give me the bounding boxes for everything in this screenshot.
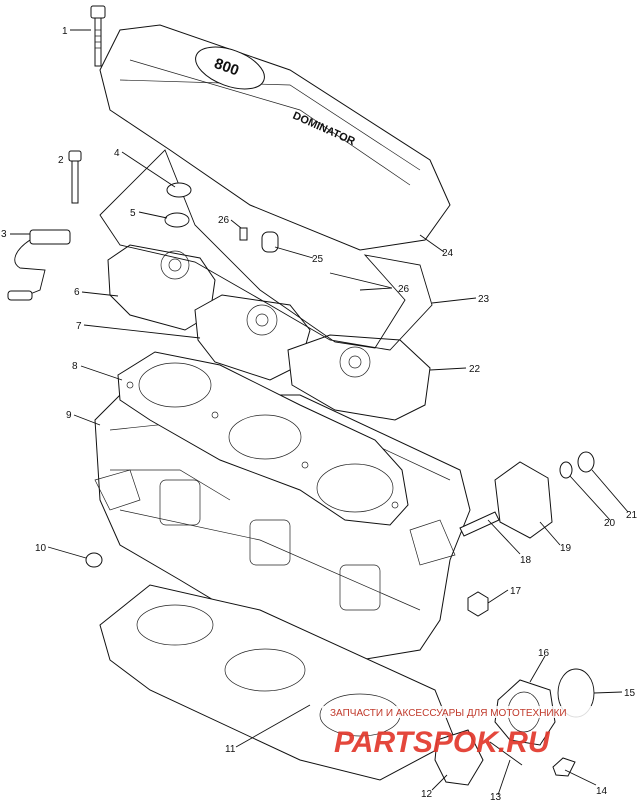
spark-plug-3	[7, 229, 71, 301]
cover-plate-19	[494, 461, 553, 539]
callout-24: 24	[442, 248, 454, 259]
screw-14	[552, 757, 576, 777]
callout-2: 2	[58, 155, 64, 166]
leader-lines	[10, 29, 629, 796]
callout-1: 1	[62, 26, 68, 37]
bolt-1	[90, 5, 106, 67]
nut-17	[467, 591, 489, 617]
oring-5	[164, 212, 190, 228]
watermark-caption: ЗАПЧАСТИ И АКСЕССУАРЫ ДЛЯ МОТОТЕХНИКИ	[330, 708, 567, 719]
head-gasket	[117, 351, 409, 526]
callout-23: 23	[478, 294, 490, 305]
washer-4	[166, 182, 192, 198]
watermark-logo: PARTSPOK.RU	[334, 726, 551, 759]
callout-7: 7	[76, 321, 82, 332]
watermark-caption-bg	[322, 706, 636, 718]
callout-20: 20	[604, 518, 616, 529]
callout-numbers: 1 2 3 4 5 6 7 8 9 10 11 12 13 14 15 16 1…	[1, 26, 638, 800]
plug-10	[85, 552, 103, 568]
cover-badge-plate	[195, 46, 265, 90]
screw-13	[489, 741, 523, 766]
callout-19: 19	[560, 543, 572, 554]
callout-11: 11	[225, 744, 236, 755]
callout-16: 16	[538, 648, 550, 659]
callout-26-b: 26	[398, 284, 410, 295]
callout-26-a: 26	[218, 215, 230, 226]
callout-25: 25	[312, 254, 324, 265]
stud-18	[459, 511, 500, 537]
head-cover: 800 DOMINATOR	[99, 24, 451, 251]
sleeve-25	[261, 231, 279, 253]
callout-3: 3	[1, 229, 7, 240]
callout-12: 12	[421, 789, 433, 800]
callout-6: 6	[74, 287, 80, 298]
cover-seal	[99, 149, 433, 351]
callout-22: 22	[469, 364, 481, 375]
callout-15: 15	[624, 688, 636, 699]
callout-14: 14	[596, 786, 608, 797]
callout-4: 4	[114, 148, 120, 159]
nut-21	[577, 451, 595, 473]
callout-18: 18	[520, 555, 532, 566]
washer-20	[559, 461, 573, 479]
cylinder-head-right	[287, 334, 431, 421]
callout-9: 9	[66, 410, 72, 421]
callout-21: 21	[626, 510, 638, 521]
callout-5: 5	[130, 208, 136, 219]
callout-17: 17	[510, 586, 522, 597]
callout-8: 8	[72, 361, 78, 372]
watermark: ЗАПЧАСТИ И АКСЕССУАРЫ ДЛЯ МОТОТЕХНИКИ PA…	[322, 706, 636, 759]
cap-12	[434, 729, 484, 786]
bolt-2	[68, 150, 82, 204]
callout-10: 10	[35, 543, 47, 554]
pin-26	[239, 227, 248, 241]
callout-13: 13	[490, 792, 502, 800]
